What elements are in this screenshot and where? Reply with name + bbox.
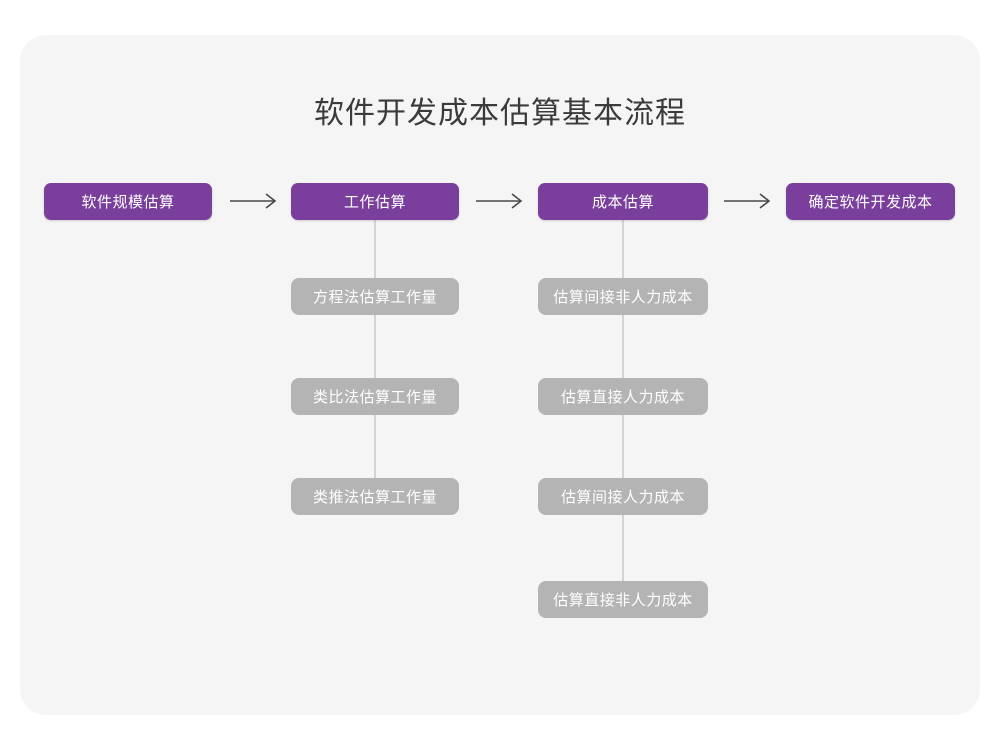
sub-step-effort-2[interactable]: 类推法估算工作量 [291, 478, 459, 515]
connector-line-effort-branch [374, 220, 376, 480]
flow-step-effort-estimation[interactable]: 工作估算 [291, 183, 459, 220]
flow-step-determine-development-cost[interactable]: 确定软件开发成本 [786, 183, 955, 220]
sub-step-effort-1[interactable]: 类比法估算工作量 [291, 378, 459, 415]
flow-step-software-scale-estimation[interactable]: 软件规模估算 [44, 183, 212, 220]
flow-arrow-2-icon [476, 190, 524, 212]
page-title: 软件开发成本估算基本流程 [314, 97, 686, 130]
flow-arrow-3-icon [724, 190, 772, 212]
sub-step-cost-3[interactable]: 估算直接非人力成本 [538, 581, 708, 618]
sub-step-cost-1[interactable]: 估算直接人力成本 [538, 378, 708, 415]
sub-step-cost-0[interactable]: 估算间接非人力成本 [538, 278, 708, 315]
sub-step-effort-0[interactable]: 方程法估算工作量 [291, 278, 459, 315]
flow-step-cost-estimation[interactable]: 成本估算 [538, 183, 708, 220]
diagram-card [20, 35, 980, 715]
sub-step-cost-2[interactable]: 估算间接人力成本 [538, 478, 708, 515]
flow-arrow-1-icon [230, 190, 278, 212]
